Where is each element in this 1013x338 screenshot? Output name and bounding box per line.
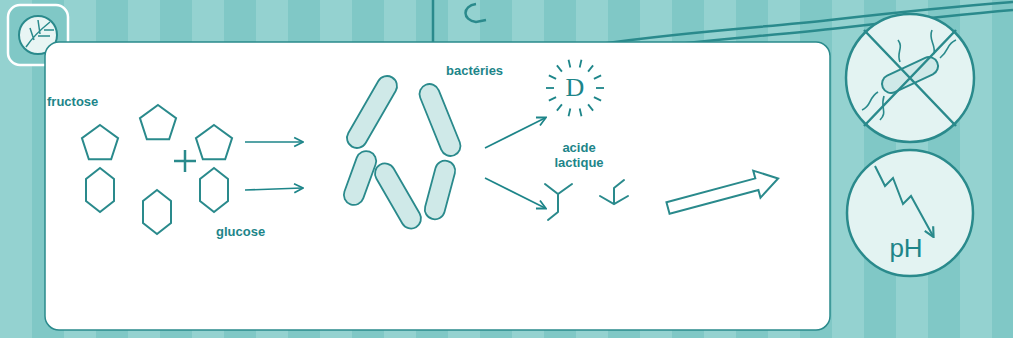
drawing-part <box>245 141 302 143</box>
drawing-part <box>600 180 628 204</box>
sun-ray <box>580 60 582 68</box>
vitamin-label: D <box>566 75 585 101</box>
ph-label: pH <box>889 234 922 262</box>
bacterium <box>341 148 379 207</box>
bacterium <box>343 72 400 151</box>
sugar-molecule <box>196 125 232 159</box>
bacteria <box>341 72 463 232</box>
sugar-molecule <box>200 168 228 212</box>
sun-ray <box>588 104 593 110</box>
sugar-molecule <box>82 125 118 159</box>
sun-ray <box>549 97 556 100</box>
drawing-part <box>485 118 545 148</box>
molecule-label: acide lactique <box>548 140 610 170</box>
drawing-part <box>466 4 487 22</box>
bacterium <box>423 158 458 221</box>
drawing-part <box>245 188 302 190</box>
sugar-molecule <box>143 190 171 234</box>
sun-ray <box>588 65 593 71</box>
sun-ray <box>594 97 601 100</box>
drawing-part <box>432 0 435 42</box>
big-arrow <box>664 165 781 222</box>
panel <box>45 42 830 330</box>
molecule-label: glucose <box>216 224 265 239</box>
lactic-acid-molecules <box>545 180 628 220</box>
sun-ray <box>594 75 601 78</box>
sun-ray <box>557 65 562 71</box>
sun-ray <box>580 108 582 116</box>
sun-ray <box>549 75 556 78</box>
circle-shape <box>847 150 973 276</box>
molecule-label: fructose <box>47 94 98 109</box>
sun-ray <box>569 60 571 68</box>
sun-ray <box>596 87 604 89</box>
bacterium <box>416 81 463 159</box>
sugar-molecule <box>86 168 114 212</box>
drawing-part <box>864 30 956 126</box>
big-arrow-shape <box>664 165 781 222</box>
drawing-part <box>879 54 941 96</box>
drawing-part <box>485 178 545 208</box>
sugar-molecules <box>82 105 232 234</box>
plus-sign <box>174 150 196 172</box>
drawing-part <box>545 184 572 220</box>
drawing-part <box>846 14 974 142</box>
falling-arrow <box>875 166 933 236</box>
no-pathogen-circle <box>846 14 974 142</box>
bacterium <box>371 160 424 232</box>
molecule-label: bactéries <box>446 63 503 78</box>
sun-ray <box>569 108 571 116</box>
sun-ray <box>557 104 562 110</box>
sun-ray <box>546 87 554 89</box>
sugar-molecule <box>140 105 176 139</box>
drawing-part <box>26 20 54 47</box>
sunburst <box>546 60 604 117</box>
ph-circle: pH <box>845 148 975 278</box>
